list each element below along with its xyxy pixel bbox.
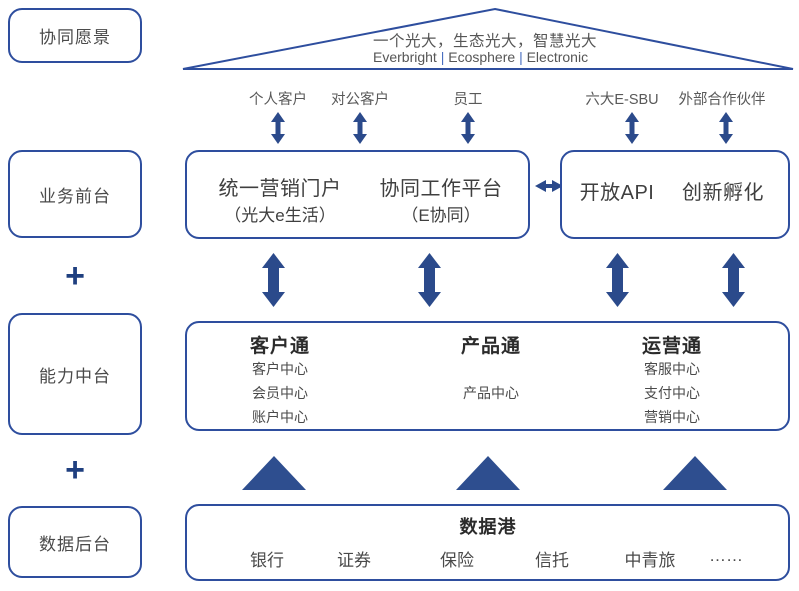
collaborative-work-platform-title: 协同工作平台 — [379, 178, 503, 200]
open-api-title: 开放API — [579, 182, 655, 204]
vision-english-sep-1: | — [440, 49, 445, 65]
capability-item-product-center: 产品中心 — [463, 385, 519, 401]
data-hub-panel[interactable] — [185, 504, 790, 581]
capability-panel[interactable] — [185, 321, 790, 431]
triangle-2 — [456, 456, 520, 490]
capability-item-account-center: 账户中心 — [252, 409, 308, 425]
rail-label-front-office: 业务前台 — [39, 186, 111, 206]
stakeholder-corporate-customer: 对公客户 — [331, 92, 389, 108]
vision-slogan-chinese: 一个光大，生态光大，智慧光大 — [373, 33, 598, 50]
rail-label-vision: 协同愿景 — [39, 28, 111, 47]
stakeholder-employee: 员工 — [453, 92, 483, 108]
data-to-capability-triangles — [242, 456, 727, 490]
triangle-1 — [242, 456, 306, 490]
vision-slogan-english: Everbright | Ecosphere | Electronic — [373, 49, 588, 65]
rail-plus-1: + — [65, 257, 85, 295]
stakeholder-individual-customer: 个人客户 — [249, 92, 307, 108]
rail-label-middle-platform: 能力中台 — [39, 366, 111, 386]
front-office-right-panel[interactable] — [560, 150, 790, 239]
vision-english-part-3: Electronic — [526, 49, 589, 65]
capability-item-service-center: 客服中心 — [644, 361, 700, 377]
arrow-corporate-customer — [353, 112, 367, 144]
collaborative-work-platform-sub: （E协同） — [401, 206, 481, 225]
big-arrow-4 — [722, 253, 745, 307]
capability-item-customer-center: 客户中心 — [252, 361, 308, 377]
data-item-ellipsis: …… — [709, 546, 743, 565]
capability-title-product: 产品通 — [460, 336, 522, 357]
big-arrow-3 — [606, 253, 629, 307]
data-item-insurance: 保险 — [440, 551, 474, 570]
capability-item-marketing-center: 营销中心 — [644, 409, 700, 425]
front-to-capability-arrows — [262, 253, 745, 307]
big-arrow-2 — [418, 253, 441, 307]
arrow-employee — [461, 112, 475, 144]
capability-item-member-center: 会员中心 — [252, 385, 308, 401]
arrow-individual-customer — [271, 112, 285, 144]
unified-marketing-portal-sub: （光大e生活） — [224, 206, 336, 225]
arrow-external-partner — [719, 112, 733, 144]
arrow-six-esbu — [625, 112, 639, 144]
big-arrow-1 — [262, 253, 285, 307]
data-item-cyts: 中青旅 — [624, 551, 676, 570]
data-item-trust: 信托 — [535, 551, 569, 570]
stakeholder-external-partner: 外部合作伙伴 — [678, 92, 766, 108]
innovation-incubation-title: 创新孵化 — [682, 182, 764, 204]
stakeholder-six-esbu: 六大E-SBU — [585, 92, 659, 108]
vision-english-part-1: Everbright — [373, 49, 437, 65]
triangle-3 — [663, 456, 727, 490]
capability-item-payment-center: 支付中心 — [644, 385, 700, 401]
data-item-securities: 证券 — [337, 551, 371, 570]
data-hub-title: 数据港 — [459, 517, 517, 537]
vision-english-part-2: Ecosphere — [448, 49, 516, 65]
unified-marketing-portal-title: 统一营销门户 — [218, 178, 342, 200]
front-office-left-panel[interactable] — [185, 150, 530, 239]
capability-title-operation: 运营通 — [641, 336, 703, 357]
rail-item-vision[interactable]: 协同愿景 — [8, 8, 142, 63]
panel-link-arrow — [535, 180, 563, 192]
stakeholder-arrows — [271, 112, 733, 144]
data-item-bank: 银行 — [250, 551, 284, 570]
rail-plus-2: + — [65, 451, 85, 489]
rail-item-middle-platform[interactable]: 能力中台 — [8, 313, 142, 435]
capability-title-customer: 客户通 — [249, 336, 311, 357]
rail-item-front-office[interactable]: 业务前台 — [8, 150, 142, 238]
vision-english-sep-2: | — [519, 49, 523, 65]
rail-item-data-backend[interactable]: 数据后台 — [8, 506, 142, 578]
rail-label-data-backend: 数据后台 — [39, 534, 111, 554]
